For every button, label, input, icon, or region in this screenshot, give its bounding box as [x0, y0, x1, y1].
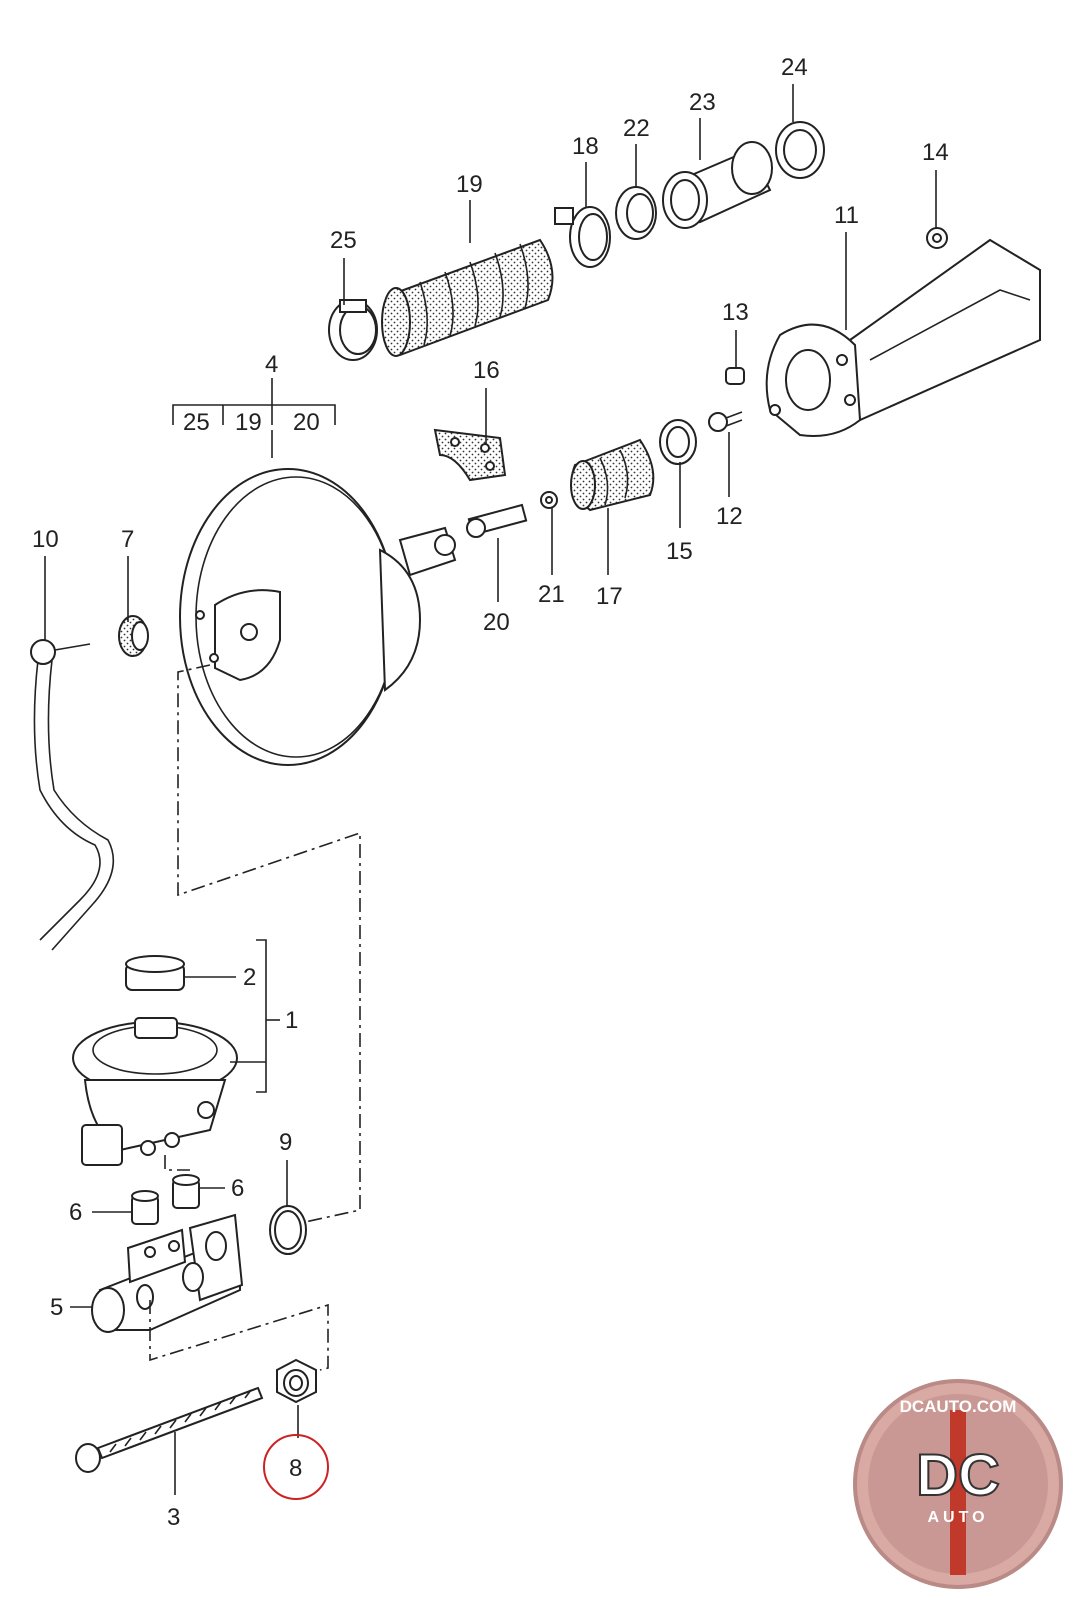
- dcauto-logo: DCAUTO.COM DC AUTO: [853, 1379, 1063, 1589]
- part-20-pushrod: [466, 503, 528, 538]
- kit-1-bracket: [230, 939, 280, 1093]
- part-17-bellows: [570, 438, 655, 512]
- callout-6-right: 6: [231, 1175, 244, 1202]
- part-19-bellows: [381, 238, 554, 357]
- callout-10: 10: [32, 526, 59, 553]
- part-10-vacuum-hose: [30, 639, 115, 951]
- callout-1: 1: [285, 1007, 298, 1034]
- assembly-guide-lines: [149, 664, 361, 1371]
- callout-labels: 24 23 22 18 14 19 11 25 13 4 16 25 19 20…: [32, 54, 949, 1531]
- kit-4-part-25: 25: [183, 409, 210, 436]
- part-3-long-bolt: [75, 1386, 264, 1473]
- part-22-ring: [615, 186, 657, 240]
- callout-3: 3: [167, 1504, 180, 1531]
- callout-23: 23: [689, 89, 716, 116]
- callout-9: 9: [279, 1129, 292, 1156]
- part-21-nut: [540, 491, 558, 509]
- callout-15: 15: [666, 538, 693, 565]
- part-13-plug: [725, 367, 745, 385]
- logo-auto-text: AUTO: [927, 1509, 988, 1526]
- part-14-nut: [926, 227, 948, 249]
- callout-11: 11: [834, 202, 859, 229]
- callout-5: 5: [50, 1294, 63, 1321]
- callout-2: 2: [243, 964, 256, 991]
- part-7-grommet: [118, 615, 149, 657]
- highlight-circle-8: [263, 1434, 329, 1500]
- part-8-flange-nut: [276, 1358, 317, 1404]
- callout-8: 8: [289, 1455, 302, 1482]
- callout-21: 21: [538, 581, 565, 608]
- leader-lines: [44, 84, 937, 1495]
- part-16-gasket: [433, 428, 507, 482]
- part-1-reservoir: [72, 1017, 238, 1166]
- kit-4-part-19: 19: [235, 409, 262, 436]
- callout-18: 18: [572, 133, 599, 160]
- callout-7: 7: [121, 526, 134, 553]
- callout-12: 12: [716, 503, 743, 530]
- part-6-seal-left: [131, 1190, 159, 1225]
- logo-domain-text: DCAUTO.COM: [900, 1397, 1017, 1416]
- part-11-pedal-bracket: [765, 238, 1041, 437]
- callout-25: 25: [330, 227, 357, 254]
- kit-4-part-20: 20: [293, 409, 320, 436]
- part-2-reservoir-cap: [125, 955, 185, 991]
- callout-17: 17: [596, 583, 623, 610]
- part-4-brake-booster: [179, 468, 457, 766]
- logo-dc-text: DC: [916, 1443, 1000, 1508]
- kit-4-bracket: [172, 378, 336, 458]
- callout-24: 24: [781, 54, 808, 81]
- part-23-tube: [662, 141, 773, 229]
- callout-14: 14: [922, 139, 949, 166]
- part-18-clamp: [554, 206, 611, 268]
- callout-6-left: 6: [69, 1199, 82, 1226]
- part-6-seal-right: [172, 1174, 200, 1209]
- part-9-o-ring: [269, 1205, 307, 1255]
- part-5-master-cylinder: [91, 1213, 244, 1333]
- callout-16: 16: [473, 357, 500, 384]
- callout-20: 20: [483, 609, 510, 636]
- part-25-clamp: [328, 299, 378, 361]
- callout-4: 4: [265, 351, 278, 378]
- part-24-ring: [775, 121, 825, 179]
- part-12-bolt: [708, 411, 743, 432]
- part-15-ring: [659, 419, 697, 465]
- callout-19: 19: [456, 171, 483, 198]
- callout-22: 22: [623, 115, 650, 142]
- callout-13: 13: [722, 299, 749, 326]
